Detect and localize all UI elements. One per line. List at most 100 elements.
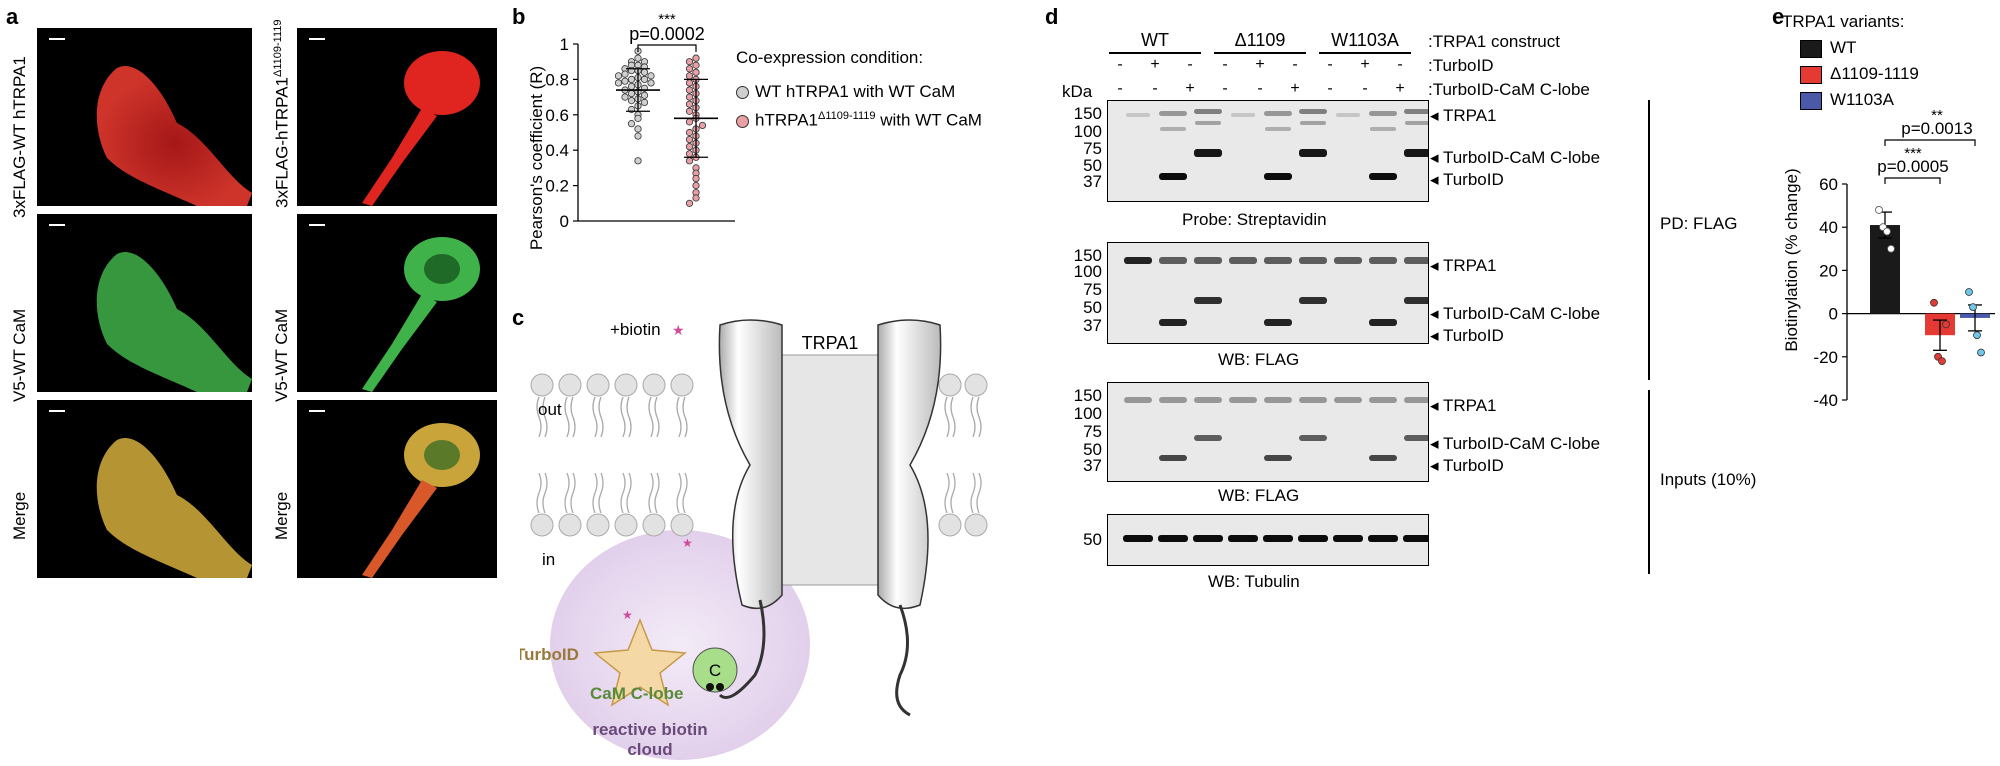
blot-band <box>1370 127 1396 131</box>
lipid-tail <box>536 472 548 514</box>
b-data-point <box>692 61 700 69</box>
d-divider-input <box>1648 390 1650 574</box>
e-ytick-label: 60 <box>1819 175 1838 194</box>
blot-flag-input <box>1107 382 1429 482</box>
lipid-head <box>964 513 988 537</box>
blot-band <box>1299 397 1327 403</box>
lipid-tail <box>676 396 688 438</box>
b-ylabel: Pearson's coefficient (R) <box>527 66 546 250</box>
biotin-star-icon: ★ <box>672 323 685 339</box>
blot-band <box>1194 397 1222 403</box>
e-data-point <box>1883 227 1891 236</box>
e-legend-item: WT <box>1800 38 1856 58</box>
blot-band <box>1194 149 1222 157</box>
lipid-tail <box>564 396 576 438</box>
mw-top: 37 <box>1083 172 1102 191</box>
micrograph-mut-red <box>297 28 497 206</box>
blot-tubulin <box>1107 514 1429 566</box>
d-probe-3: WB: FLAG <box>1218 486 1300 505</box>
d-row-label-2: :TurboID <box>1428 56 1494 75</box>
b-data-point <box>621 93 629 101</box>
b-data-point <box>634 132 642 140</box>
e-data-point <box>1965 288 1973 296</box>
c-turboid: TurboID <box>520 645 579 664</box>
calcium-icon-2 <box>716 683 724 691</box>
d-group-label: Δ1109 <box>1234 30 1286 50</box>
d-side-input: Inputs (10%) <box>1660 470 1757 489</box>
blot-band <box>1299 257 1327 264</box>
mw-mid: 100 <box>1073 262 1102 281</box>
b-data-point <box>692 194 700 202</box>
d-turboid-sign: - <box>1292 56 1298 73</box>
blot-band <box>1159 455 1187 461</box>
blot-band <box>1231 113 1255 117</box>
d-arrow-label: ◂ TRPA1 <box>1430 396 1497 415</box>
b-ytick-label: 0.2 <box>545 177 569 196</box>
blot-band <box>1369 173 1397 180</box>
d-arrow-label: ◂ TurboID <box>1430 456 1504 475</box>
d-cam-sign: + <box>1185 80 1195 97</box>
d-group-underline <box>1214 52 1306 54</box>
d-turboid-sign: - <box>1187 56 1193 73</box>
b-data-point <box>685 128 694 137</box>
b-data-point <box>685 58 694 66</box>
lipid-tail <box>592 472 604 514</box>
e-data-point <box>1887 244 1895 253</box>
b-data-point <box>692 182 700 190</box>
e-legend-swatch <box>1800 91 1822 110</box>
d-group-underline <box>1319 52 1411 54</box>
d-cam-sign: - <box>1117 80 1123 97</box>
channel-subunit-left <box>718 319 783 610</box>
e-data-point <box>1977 348 1985 357</box>
lipid-tail <box>944 472 956 514</box>
d-turboid-sign: - <box>1397 56 1403 73</box>
d-turboid-sign: - <box>1327 56 1333 73</box>
lipid-head <box>670 373 694 397</box>
mw-top: 150 <box>1073 104 1102 123</box>
lipid-head <box>642 513 666 537</box>
b-data-point <box>685 157 694 165</box>
d-cam-sign: - <box>1222 80 1228 97</box>
blot-band <box>1193 535 1223 542</box>
turboid-star-icon <box>593 617 687 707</box>
lipid-head <box>614 513 638 537</box>
b-legend-title: Co-expression condition: <box>736 48 924 67</box>
b-data-point <box>692 54 700 62</box>
blot-band <box>1159 111 1187 116</box>
blot-band <box>1299 297 1327 304</box>
b-legend-item-2: hTRPA1Δ1109-1119 with WT CaM <box>736 110 982 131</box>
c-biotin: +biotin <box>610 320 661 339</box>
b-data-point <box>627 97 636 105</box>
d-cam-sign: - <box>1152 80 1158 97</box>
blot-band <box>1404 297 1428 304</box>
label-a-r3c2: Merge <box>272 491 291 540</box>
b-data-point <box>640 98 649 107</box>
b-data-point <box>627 75 636 84</box>
d-group-label: WT <box>1141 30 1169 50</box>
d-cam-sign: + <box>1290 80 1300 97</box>
e-ytick-label: 40 <box>1819 218 1838 237</box>
b-data-point <box>621 77 629 85</box>
lipid-tail <box>536 396 548 438</box>
blot-band <box>1159 257 1187 264</box>
channel-pore <box>779 354 881 586</box>
blot-band <box>1368 535 1398 542</box>
d-group-label: W1103A <box>1331 30 1399 50</box>
lipid-tail <box>620 472 632 514</box>
mw-mid: 37 <box>1083 316 1102 335</box>
c-title: TRPA1 <box>802 333 859 353</box>
lipid-head <box>586 373 610 397</box>
e-data-point <box>1938 357 1946 366</box>
b-legend-swatch-2 <box>736 114 749 128</box>
cterm-tail-right <box>895 604 911 717</box>
d-turboid-sign: - <box>1222 56 1228 73</box>
b-ytick-label: 0 <box>560 212 569 231</box>
blot-band <box>1159 397 1187 403</box>
blot-band <box>1264 257 1292 264</box>
d-arrow-label: ◂ TurboID <box>1430 326 1504 345</box>
blot-band <box>1404 257 1428 264</box>
blot-band <box>1263 535 1293 542</box>
d-cam-sign: - <box>1257 80 1263 97</box>
b-data-point <box>647 79 655 87</box>
blot-band <box>1300 121 1326 125</box>
